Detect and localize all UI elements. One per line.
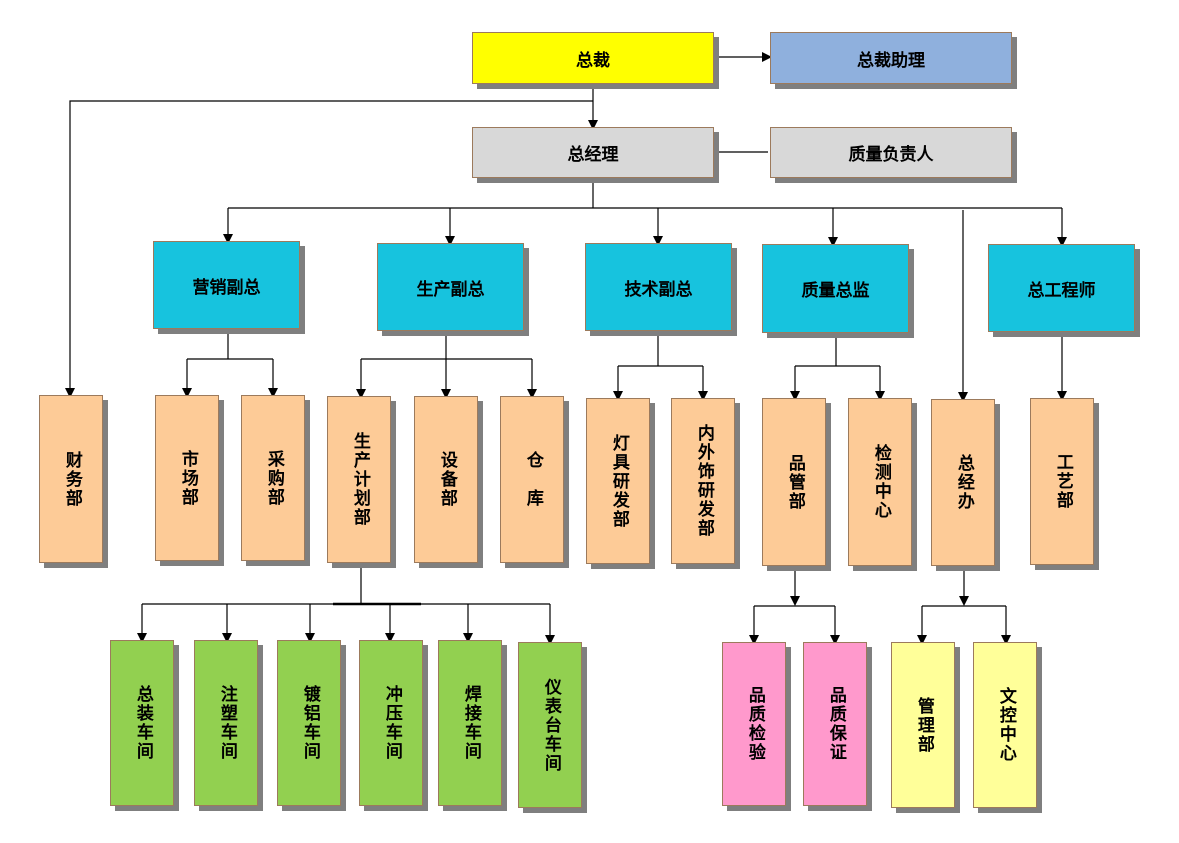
assembly-workshop-label: 总装车间	[132, 685, 153, 761]
technology-vp-label: 技术副总	[624, 279, 693, 300]
quality-inspection-label: 品质检验	[744, 686, 765, 762]
finance-dept-box: 财务部	[39, 395, 103, 563]
general-manager-box: 总经理	[472, 127, 714, 178]
chief-engineer-label: 总工程师	[1027, 280, 1096, 301]
administration-label: 管理部	[913, 696, 934, 754]
administration-box: 管理部	[891, 642, 955, 808]
dashboard-workshop-box: 仪表台车间	[518, 642, 582, 808]
equipment-dept-label: 设备部	[436, 451, 457, 508]
quality-mgmt-dept-box: 品管部	[762, 398, 826, 566]
production-vp-label: 生产副总	[416, 279, 485, 300]
purchasing-dept-label: 采购部	[263, 449, 284, 507]
market-dept-label: 市场部	[177, 449, 198, 507]
equipment-dept-box: 设备部	[414, 396, 478, 563]
quality-assurance-box: 品质保证	[803, 642, 867, 806]
injection-workshop-label: 注塑车间	[216, 685, 237, 761]
production-plan-dept-label: 生产计划部	[349, 432, 370, 527]
gm-office-box: 总经办	[931, 399, 995, 566]
production-vp-box: 生产副总	[377, 243, 524, 331]
quality-inspection-box: 品质检验	[722, 642, 786, 806]
welding-workshop-box: 焊接车间	[438, 640, 502, 806]
technology-vp-box: 技术副总	[585, 243, 732, 331]
warehouse-label: 仓 库	[522, 451, 543, 508]
assembly-workshop-box: 总装车间	[110, 640, 174, 806]
marketing-vp-box: 营销副总	[153, 241, 300, 329]
quality-assurance-label: 品质保证	[825, 686, 846, 762]
plating-workshop-box: 镀铝车间	[277, 640, 341, 806]
plating-workshop-label: 镀铝车间	[299, 685, 320, 761]
purchasing-dept-box: 采购部	[241, 395, 305, 561]
warehouse-box: 仓 库	[500, 396, 564, 563]
lamp-rd-dept-label: 灯具研发部	[608, 433, 629, 529]
stamping-workshop-label: 冲压车间	[381, 685, 402, 761]
finance-dept-label: 财务部	[61, 450, 82, 508]
quality-responsible-box: 质量负责人	[770, 127, 1012, 178]
process-dept-label: 工艺部	[1052, 453, 1073, 510]
ceo-label: 总裁	[576, 50, 610, 71]
general-manager-label: 总经理	[567, 145, 619, 165]
quality-director-label: 质量总监	[801, 281, 870, 301]
document-control-box: 文控中心	[973, 642, 1037, 808]
ceo-box: 总裁	[472, 32, 714, 84]
quality-responsible-label: 质量负责人	[848, 145, 934, 165]
production-plan-dept-box: 生产计划部	[327, 396, 391, 563]
market-dept-box: 市场部	[155, 395, 219, 561]
welding-workshop-label: 焊接车间	[460, 685, 481, 761]
testing-center-box: 检测中心	[848, 398, 912, 566]
interior-rd-dept-label: 内外饰研发部	[693, 424, 714, 538]
interior-rd-dept-box: 内外饰研发部	[671, 398, 735, 564]
injection-workshop-box: 注塑车间	[194, 640, 258, 806]
lamp-rd-dept-box: 灯具研发部	[586, 398, 650, 564]
quality-director-box: 质量总监	[762, 244, 909, 333]
marketing-vp-label: 营销副总	[192, 277, 261, 298]
quality-mgmt-dept-label: 品管部	[784, 453, 805, 511]
dashboard-workshop-label: 仪表台车间	[540, 677, 561, 773]
document-control-label: 文控中心	[995, 687, 1016, 763]
ceo-assistant-label: 总裁助理	[857, 50, 925, 71]
gm-office-label: 总经办	[953, 454, 974, 511]
stamping-workshop-box: 冲压车间	[359, 640, 423, 806]
process-dept-box: 工艺部	[1030, 398, 1094, 565]
ceo-assistant-box: 总裁助理	[770, 32, 1012, 84]
testing-center-label: 检测中心	[870, 444, 891, 520]
chief-engineer-box: 总工程师	[988, 244, 1135, 332]
